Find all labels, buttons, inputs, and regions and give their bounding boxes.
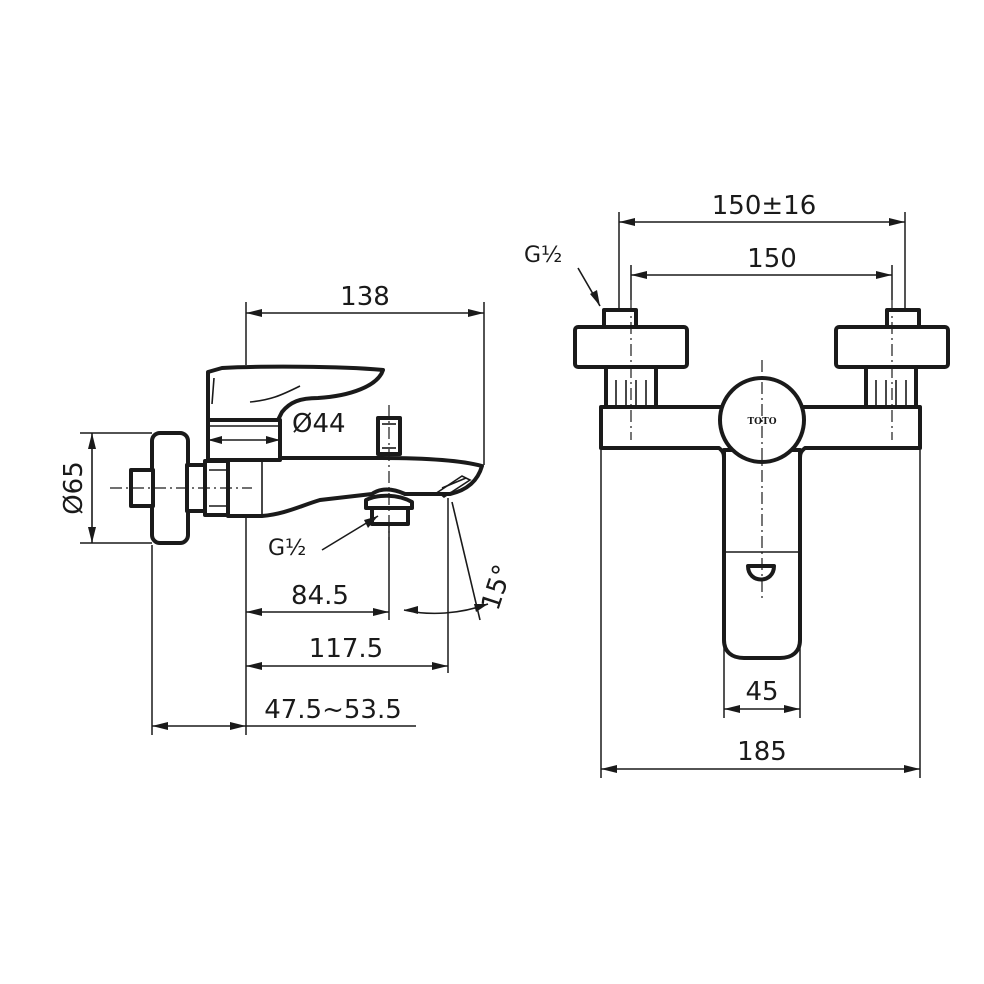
front-view: TOTO 150±16 — [524, 191, 950, 778]
handle-indicator — [746, 564, 776, 582]
dim-138-label: 138 — [340, 282, 390, 312]
outlet-thread-label: G½ — [268, 536, 306, 561]
outlet-thread — [370, 506, 410, 526]
dim-150-label: 150 — [747, 244, 797, 274]
right-nut — [864, 365, 918, 409]
side-view: 138 Ø44 Ø65 G½ 84.5 117.5 — [59, 282, 519, 735]
dim-wall-distance-label: 47.5~53.5 — [264, 695, 402, 725]
lever-handle — [206, 364, 385, 422]
dim-45-label: 45 — [745, 677, 778, 707]
right-inlet — [885, 308, 921, 329]
dim-diameter-65-label: Ø65 — [59, 461, 89, 515]
dim-84-5-label: 84.5 — [291, 581, 349, 611]
inlet-thread-label: G½ — [524, 243, 562, 268]
dim-150-16-label: 150±16 — [712, 191, 817, 221]
dim-angle-label: 15° — [476, 561, 519, 614]
left-inlet — [602, 308, 638, 329]
dim-117-5-label: 117.5 — [309, 634, 383, 664]
dim-diameter-44-label: Ø44 — [292, 409, 346, 439]
dim-185-label: 185 — [737, 737, 787, 767]
aerator — [436, 475, 472, 498]
